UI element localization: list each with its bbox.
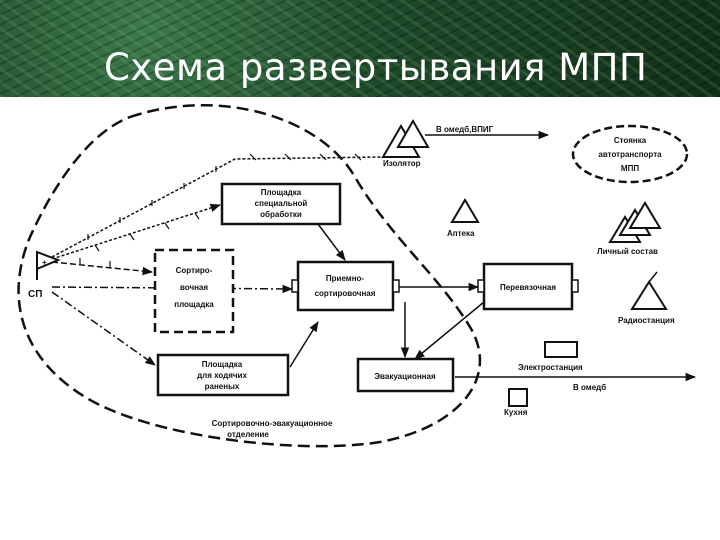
sorting-area <box>153 248 235 334</box>
svg-text:+: + <box>42 258 47 267</box>
department-boundary <box>17 104 482 448</box>
route-to-isolator <box>51 156 383 258</box>
special-area-line-2: специальной <box>255 199 308 208</box>
personnel-icon <box>608 201 662 243</box>
parking-line-1: Стоянка <box>614 136 647 145</box>
sorting-area-line-1: Сортиро- <box>176 266 213 275</box>
department-line-2: отделение <box>227 430 269 439</box>
dressing-label: Перевязочная <box>500 283 556 292</box>
route-to-sorting <box>51 261 154 276</box>
department-line-1: Сортировочно-эвакуационное <box>212 419 333 428</box>
route-ticks <box>79 153 362 267</box>
flow-arrows <box>51 130 697 382</box>
walking-wounded-area <box>156 353 290 397</box>
power-station-icon <box>544 341 578 358</box>
pharmacy-icon <box>450 198 480 223</box>
route-to-special <box>51 203 221 260</box>
evacuation-label: Эвакуационная <box>374 372 436 381</box>
parking-line-3: МПП <box>621 164 639 173</box>
slide-title: Схема развертывания МПП <box>104 46 648 89</box>
to-omedb-vpig-label: В омедб,ВПИГ <box>436 125 494 134</box>
sp-label: СП <box>28 289 42 300</box>
vehicle-parking <box>571 124 689 184</box>
evacuation-tent <box>356 357 455 393</box>
route-walking-to-reception <box>289 321 319 368</box>
reception-line-1: Приемно- <box>326 274 365 283</box>
parking-line-2: автотранспорта <box>598 150 662 159</box>
power-label: Электростанция <box>518 363 583 372</box>
walking-line-3: раненых <box>205 382 240 391</box>
radio-label: Радиостанция <box>618 316 675 325</box>
kitchen-icon <box>508 388 528 407</box>
kitchen-label: Кухня <box>504 408 528 417</box>
sp-flag-icon: + <box>36 250 61 280</box>
walking-line-2: для ходячих <box>197 371 247 380</box>
deployment-diagram: Площадка специальной обработки Сортиро- … <box>17 104 697 448</box>
title-banner: Схема развертывания МПП <box>0 0 720 97</box>
reception-tent <box>296 260 395 312</box>
special-area-line-1: Площадка <box>261 188 302 197</box>
isolator-icon <box>381 118 430 158</box>
walking-line-1: Площадка <box>202 360 243 369</box>
special-area-line-3: обработки <box>260 210 302 219</box>
sorting-area-line-3: площадка <box>174 300 214 309</box>
reception-line-2: сортировочная <box>315 289 376 298</box>
personnel-label: Личный состав <box>597 247 658 256</box>
special-treatment-area <box>220 182 342 226</box>
dressing-tent <box>482 262 574 311</box>
route-special-to-reception <box>317 223 346 261</box>
route-dressing-to-evacuation <box>414 296 491 360</box>
route-to-walking <box>51 291 156 366</box>
isolator-label: Изолятор <box>383 159 421 168</box>
pharmacy-label: Аптека <box>447 229 475 238</box>
radio-station-icon <box>630 280 668 310</box>
sorting-area-line-2: вочная <box>180 283 208 292</box>
to-omedb-label: В омедб <box>573 383 606 392</box>
